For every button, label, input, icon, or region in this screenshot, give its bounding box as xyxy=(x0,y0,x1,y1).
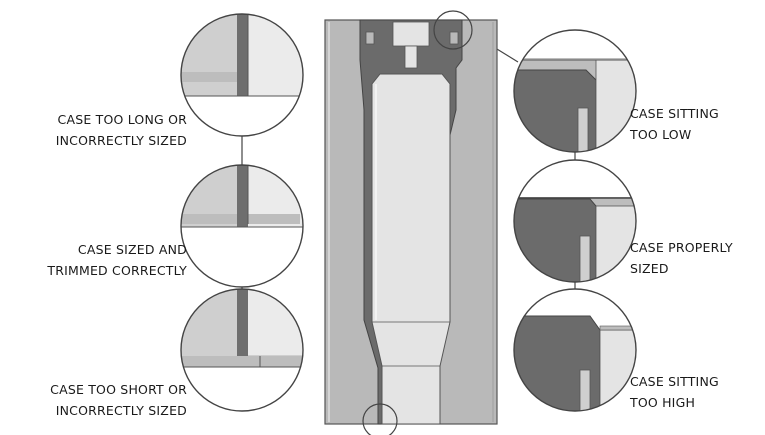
label-case-sized-correctly: CASE SIZED AND TRIMMED CORRECTLY xyxy=(47,239,187,281)
label-line: CASE SITTING xyxy=(630,374,719,389)
label-case-too-short: CASE TOO SHORT OR INCORRECTLY SIZED xyxy=(50,379,187,421)
magnifier-case-too-short xyxy=(180,288,304,412)
label-line: CASE SITTING xyxy=(630,106,719,121)
label-line: INCORRECTLY SIZED xyxy=(55,403,187,418)
label-case-sitting-too-low: CASE SITTING TOO LOW xyxy=(630,103,719,145)
magnifier-case-sized-correctly xyxy=(180,164,304,288)
label-line: CASE SIZED AND xyxy=(77,242,187,257)
label-line: TOO HIGH xyxy=(630,395,696,410)
magnifier-case-sitting-too-high xyxy=(513,288,637,412)
detail-circle-bottom xyxy=(362,403,398,435)
label-line: INCORRECTLY SIZED xyxy=(55,133,187,148)
label-line: TOO LOW xyxy=(630,127,692,142)
magnifier-case-sitting-too-low xyxy=(513,29,637,153)
detail-circle-top xyxy=(433,10,473,50)
label-line: CASE PROPERLY xyxy=(630,240,733,255)
label-line: CASE TOO SHORT OR xyxy=(50,382,187,397)
label-line: SIZED xyxy=(630,261,669,276)
label-case-sitting-too-high: CASE SITTING TOO HIGH xyxy=(630,371,719,413)
magnifier-case-too-long xyxy=(180,13,304,137)
label-line: CASE TOO LONG OR xyxy=(57,112,187,127)
label-case-too-long: CASE TOO LONG OR INCORRECTLY SIZED xyxy=(56,109,187,151)
label-line: TRIMMED CORRECTLY xyxy=(47,263,187,278)
die-chamber xyxy=(359,19,463,425)
magnifier-case-properly-sized xyxy=(513,159,637,283)
label-case-properly-sized: CASE PROPERLY SIZED xyxy=(630,237,733,279)
